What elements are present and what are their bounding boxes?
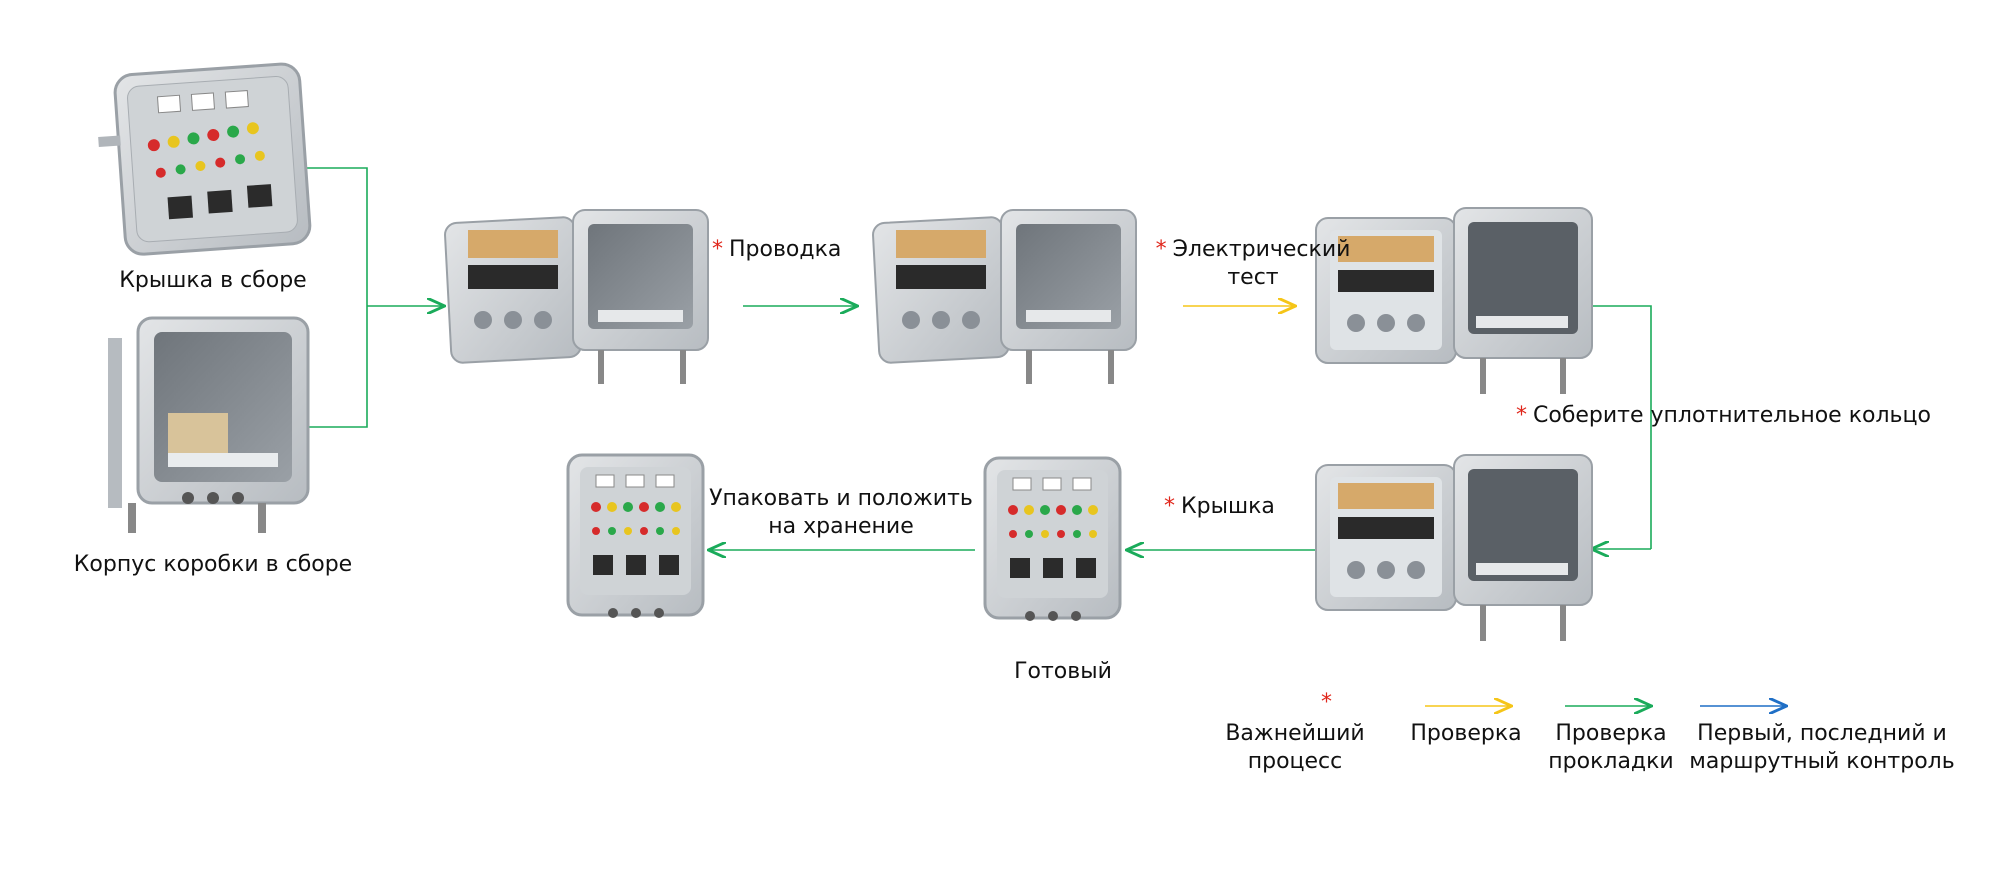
connector-body-to-merge [293, 306, 368, 428]
cover-assembly-label: Крышка в сборе [119, 268, 307, 293]
box-body-assembly-image [108, 316, 310, 533]
key-process-marker: * [1155, 237, 1167, 262]
key-process-marker: * [712, 237, 723, 262]
connector-seal-ring [1592, 305, 1652, 549]
cover-step-text: Крышка [1181, 494, 1275, 519]
seal-ring-step-text: Соберите уплотнительное кольцо [1533, 403, 1931, 428]
wiring-step-text: Проводка [729, 237, 842, 262]
legend-key-process-label: Важнейший процесс [1225, 721, 1365, 774]
packed-box-image [566, 453, 705, 618]
cover-step-box-image [1315, 454, 1593, 641]
legend-layout-check-label: Проверка прокладки [1548, 721, 1674, 774]
seal-ring-box-image [1315, 207, 1593, 394]
seal-ring-step-label: *Соберите уплотнительное кольцо [1516, 402, 1931, 430]
wiring-box-image [444, 209, 709, 384]
finished-box-image [983, 456, 1122, 621]
connector-lines [288, 167, 1652, 550]
electric-test-step-text: Электрический тест [1172, 237, 1351, 290]
key-process-marker: * [1516, 403, 1527, 428]
key-process-marker: * [1164, 494, 1175, 519]
legend-route-control-label: Первый, последний и маршрутный контроль [1689, 721, 1955, 774]
connector-cover-to-merge [288, 167, 368, 306]
electric-test-box-image [872, 209, 1137, 384]
cover-step-label: *Крышка [1164, 493, 1275, 521]
finished-label: Готовый [1014, 659, 1112, 684]
pack-store-step-label: Упаковать и положить на хранение [709, 486, 973, 539]
electric-test-step-label: *Электрический тест [1153, 236, 1353, 292]
cover-assembly-image [98, 62, 312, 256]
legend-key-process-asterisk: * [1321, 690, 1332, 715]
box-body-assembly-label: Корпус коробки в сборе [73, 552, 353, 577]
wiring-step-label: *Проводка [712, 236, 841, 264]
legend-check-label: Проверка [1410, 721, 1522, 746]
